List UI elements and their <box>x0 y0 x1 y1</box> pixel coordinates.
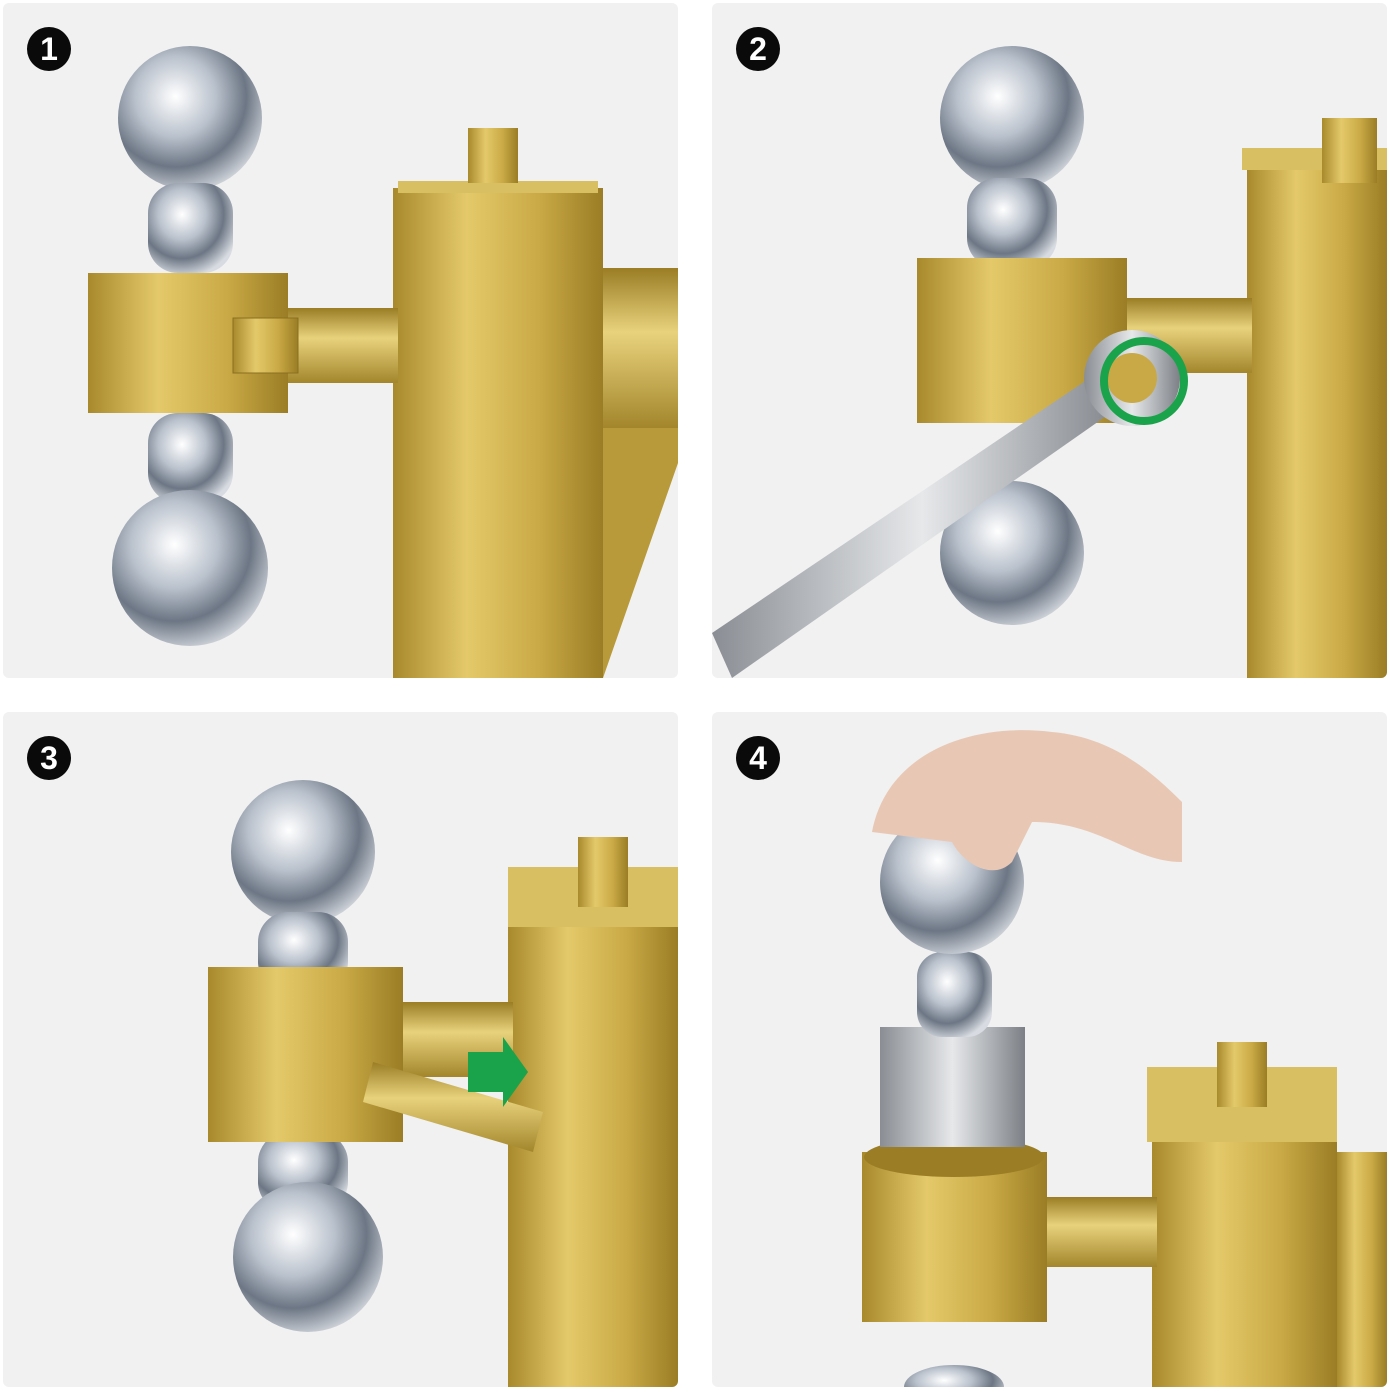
hitch-illustration <box>862 730 1387 1387</box>
hitch-illustration <box>712 46 1387 678</box>
step-number-badge: 2 <box>736 27 780 71</box>
step-number-badge: 3 <box>27 736 71 780</box>
step-1-panel: 1 <box>3 3 678 678</box>
hitch-illustration <box>208 780 678 1387</box>
step-4-panel: 4 <box>712 712 1387 1387</box>
step-2-panel: 2 <box>712 3 1387 678</box>
rotate-arrow-icon <box>1100 337 1188 425</box>
hand-image <box>872 730 1182 871</box>
step-number-badge: 1 <box>27 27 71 71</box>
step-number-badge: 4 <box>736 736 780 780</box>
step-3-panel: 3 <box>3 712 678 1387</box>
hitch-illustration <box>88 46 678 678</box>
insert-arrow-icon <box>468 1037 528 1107</box>
